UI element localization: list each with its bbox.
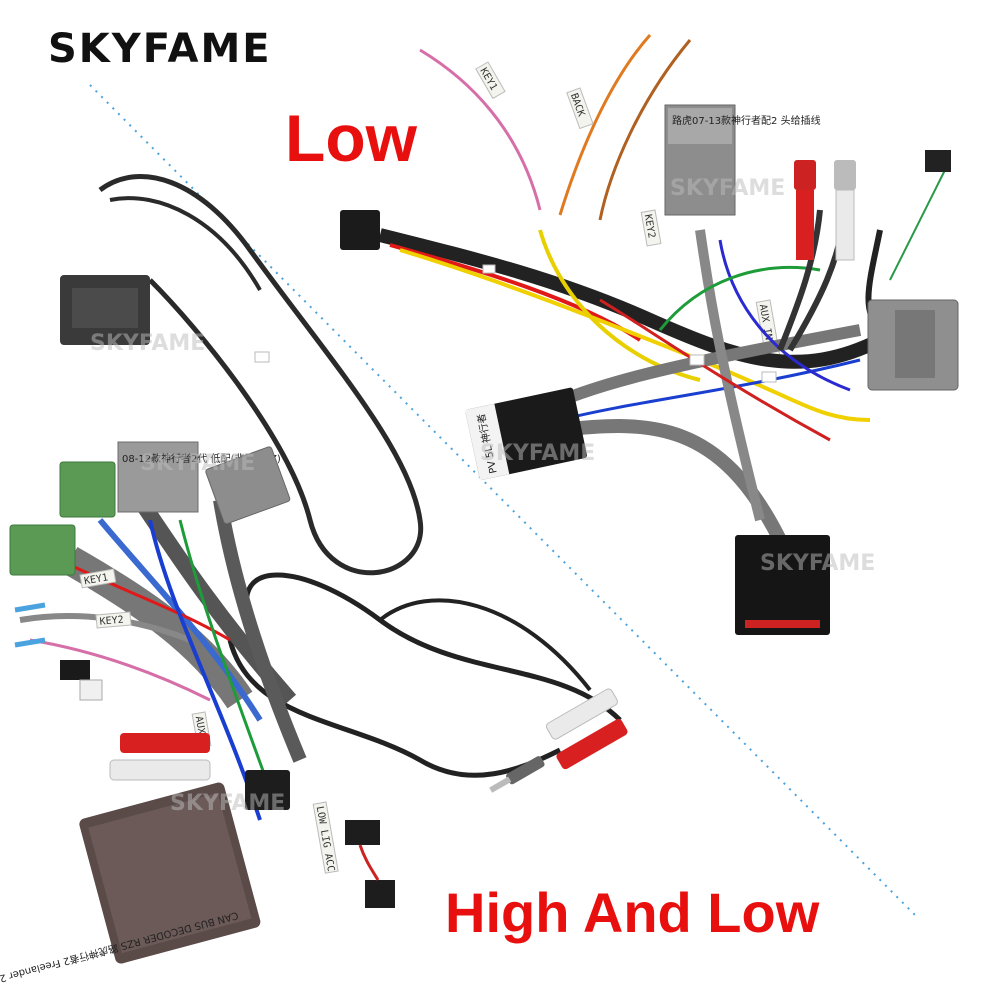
- tag-aux-hl: AUX: [193, 715, 207, 735]
- label-high-and-low: High And Low: [445, 881, 820, 944]
- can-bus-decoder: CAN BUS DECODER RZS 路虎神行者2 Freelander 2 …: [0, 782, 261, 1000]
- tag-key1-hl: KEY1: [83, 572, 109, 587]
- brand-logo: SKYFAME: [48, 26, 272, 72]
- tag-key2-hl: KEY2: [99, 615, 124, 628]
- watermarks: SKYFAME SKYFAME SKYFAME SKYFAME SKYFAME …: [90, 176, 875, 816]
- harness-high-low: 08-12款神行者2代 低配(非原车LZ) KEY1 KEY2 AUX LOW …: [0, 174, 628, 1000]
- harness-low: KEY1 BACK KEY2 AUX IN L 路虎07-13款神行者配2 头给…: [340, 34, 959, 635]
- watermark-3: SKYFAME: [140, 451, 255, 476]
- watermark-2: SKYFAME: [90, 331, 205, 356]
- label-low: Low: [285, 101, 417, 175]
- tag-key2-low: KEY2: [642, 213, 657, 239]
- watermark-1: SKYFAME: [670, 176, 785, 201]
- rca-plugs-low: [794, 160, 856, 261]
- connector-label-low: 路虎07-13款神行者配2 头给插线: [672, 114, 821, 127]
- watermark-6: SKYFAME: [170, 791, 285, 816]
- tag-back-low: BACK: [568, 92, 587, 118]
- watermark-4: SKYFAME: [480, 441, 595, 466]
- watermark-5: SKYFAME: [760, 551, 875, 576]
- dotted-divider: [89, 84, 916, 916]
